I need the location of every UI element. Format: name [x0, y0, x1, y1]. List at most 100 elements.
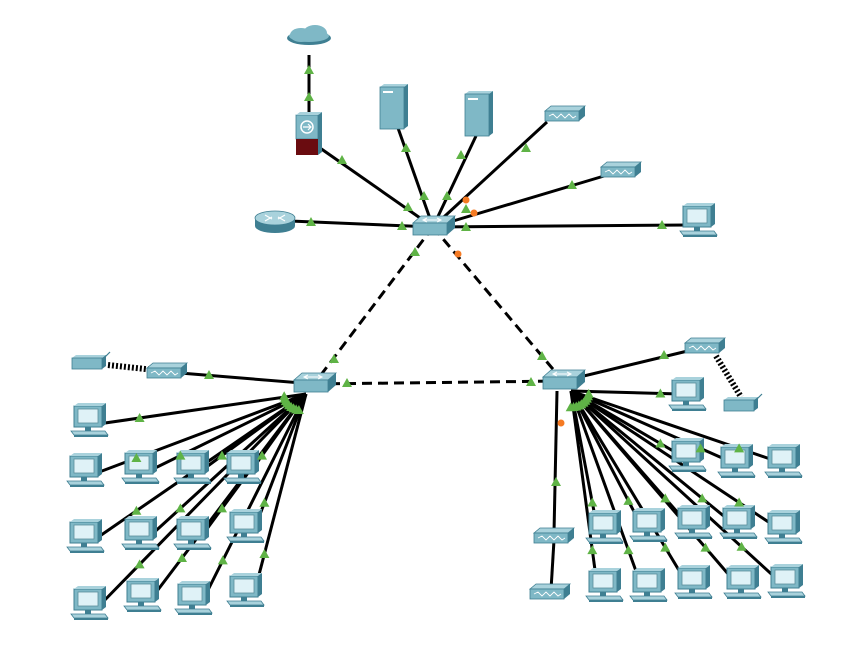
- link-status-layer: [131, 65, 747, 569]
- cable-left-pc-10: [149, 393, 308, 600]
- link-up-indicator: [456, 150, 466, 159]
- link-up-indicator: [204, 370, 214, 379]
- server-2-icon[interactable]: [464, 91, 493, 137]
- pc-right-12-icon[interactable]: [723, 565, 762, 599]
- link-up-indicator: [660, 493, 671, 503]
- hub-top-2-icon[interactable]: [599, 161, 643, 178]
- link-up-indicator: [660, 542, 671, 552]
- cable-right-hub2: [552, 390, 559, 534]
- pc-left-7-icon[interactable]: [173, 516, 212, 550]
- link-up-indicator: [734, 443, 745, 453]
- serial-link-left: [107, 362, 165, 374]
- hub-right-icon[interactable]: [683, 337, 727, 354]
- link-up-indicator: [655, 388, 666, 398]
- link-up-indicator: [623, 495, 634, 505]
- access-point-right-icon[interactable]: [723, 393, 763, 412]
- pc-left-10-icon[interactable]: [123, 578, 162, 612]
- link-up-indicator: [337, 155, 347, 164]
- hub-right-lower-2-icon[interactable]: [528, 583, 572, 600]
- link-up-indicator: [695, 443, 706, 453]
- pc-right-10-icon[interactable]: [629, 568, 668, 602]
- left-access-switch-icon[interactable]: [292, 372, 338, 393]
- firewall-icon[interactable]: [295, 112, 322, 155]
- pc-left-8-icon[interactable]: [226, 509, 265, 543]
- hub-left-icon[interactable]: [145, 362, 189, 379]
- pc-right-4-icon[interactable]: [585, 510, 624, 544]
- link-up-indicator: [657, 220, 667, 229]
- cable-core-6: [289, 219, 434, 229]
- pc-left-9-icon[interactable]: [70, 586, 109, 620]
- pc-left-5-icon[interactable]: [66, 519, 105, 553]
- trunk-left-right: [313, 379, 564, 386]
- pc-left-2-icon[interactable]: [121, 450, 160, 484]
- internet-cloud-icon[interactable]: [287, 25, 331, 45]
- access-point-left-icon[interactable]: [71, 351, 111, 370]
- link-up-indicator: [419, 191, 429, 200]
- pc-left-0-icon[interactable]: [70, 403, 109, 437]
- link-up-indicator: [134, 413, 145, 422]
- link-blocked-indicator: [454, 250, 462, 258]
- cable-right-pc-13: [569, 389, 781, 583]
- link-up-indicator: [175, 450, 186, 460]
- link-up-indicator: [306, 217, 316, 226]
- link-up-indicator: [697, 493, 708, 503]
- pc-right-9-icon[interactable]: [585, 568, 624, 602]
- link-up-indicator: [659, 350, 669, 359]
- pc-right-11-icon[interactable]: [674, 565, 713, 599]
- cable-hub2-hub3: [549, 539, 556, 591]
- link-up-indicator: [401, 143, 411, 152]
- link-up-indicator: [279, 391, 290, 401]
- pc-right-0-icon[interactable]: [668, 377, 707, 411]
- pc-left-1-icon[interactable]: [66, 453, 105, 487]
- link-up-indicator: [461, 222, 471, 231]
- link-up-indicator: [565, 402, 576, 412]
- cable-right-pc-9: [569, 390, 599, 586]
- link-up-indicator: [304, 92, 314, 101]
- cable-core-1: [319, 146, 434, 229]
- pc-right-6-icon[interactable]: [674, 505, 713, 539]
- cable-left-hub: [179, 371, 315, 386]
- link-up-indicator: [537, 351, 547, 360]
- link-up-indicator: [217, 503, 227, 513]
- hub-right-lower-1-icon[interactable]: [532, 527, 576, 544]
- link-up-indicator: [259, 549, 270, 558]
- cable-right-pc-2: [570, 389, 730, 463]
- pc-left-12-icon[interactable]: [226, 573, 265, 607]
- core-switch-icon[interactable]: [411, 215, 457, 236]
- pc-left-11-icon[interactable]: [174, 581, 213, 615]
- link-up-indicator: [257, 450, 267, 460]
- link-up-indicator: [521, 143, 531, 152]
- link-up-indicator: [700, 542, 711, 552]
- cable-core-5: [432, 174, 605, 229]
- link-up-indicator: [342, 378, 352, 387]
- link-up-indicator: [736, 541, 747, 551]
- cable-core-2: [396, 127, 435, 228]
- pc-left-6-icon[interactable]: [121, 516, 160, 550]
- pc-right-5-icon[interactable]: [629, 508, 668, 542]
- cable-right-hub: [562, 346, 701, 383]
- cable-left-pc-8: [252, 393, 308, 531]
- link-up-indicator: [329, 354, 339, 363]
- cable-core-4: [431, 120, 549, 229]
- cable-core-7: [432, 223, 689, 229]
- pc-right-7-icon[interactable]: [719, 505, 758, 539]
- cable-core-3: [431, 135, 478, 228]
- router-icon[interactable]: [254, 210, 296, 233]
- link-up-indicator: [655, 438, 666, 448]
- pc-top-right-icon[interactable]: [679, 203, 718, 237]
- link-up-indicator: [217, 555, 228, 565]
- link-blocked-indicator: [462, 196, 470, 204]
- server-1-icon[interactable]: [379, 84, 408, 130]
- cable-left-pc-12: [252, 393, 308, 595]
- hub-top-1-icon[interactable]: [543, 105, 587, 122]
- pc-right-1-icon[interactable]: [668, 438, 707, 472]
- pc-right-13-icon[interactable]: [767, 564, 806, 598]
- link-up-indicator: [217, 450, 227, 460]
- cable-left-pc-0: [97, 392, 307, 426]
- pc-right-3-icon[interactable]: [764, 444, 803, 478]
- right-access-switch-icon[interactable]: [541, 369, 587, 390]
- pc-left-4-icon[interactable]: [223, 450, 262, 484]
- link-up-indicator: [623, 545, 634, 555]
- pc-right-8-icon[interactable]: [764, 510, 803, 544]
